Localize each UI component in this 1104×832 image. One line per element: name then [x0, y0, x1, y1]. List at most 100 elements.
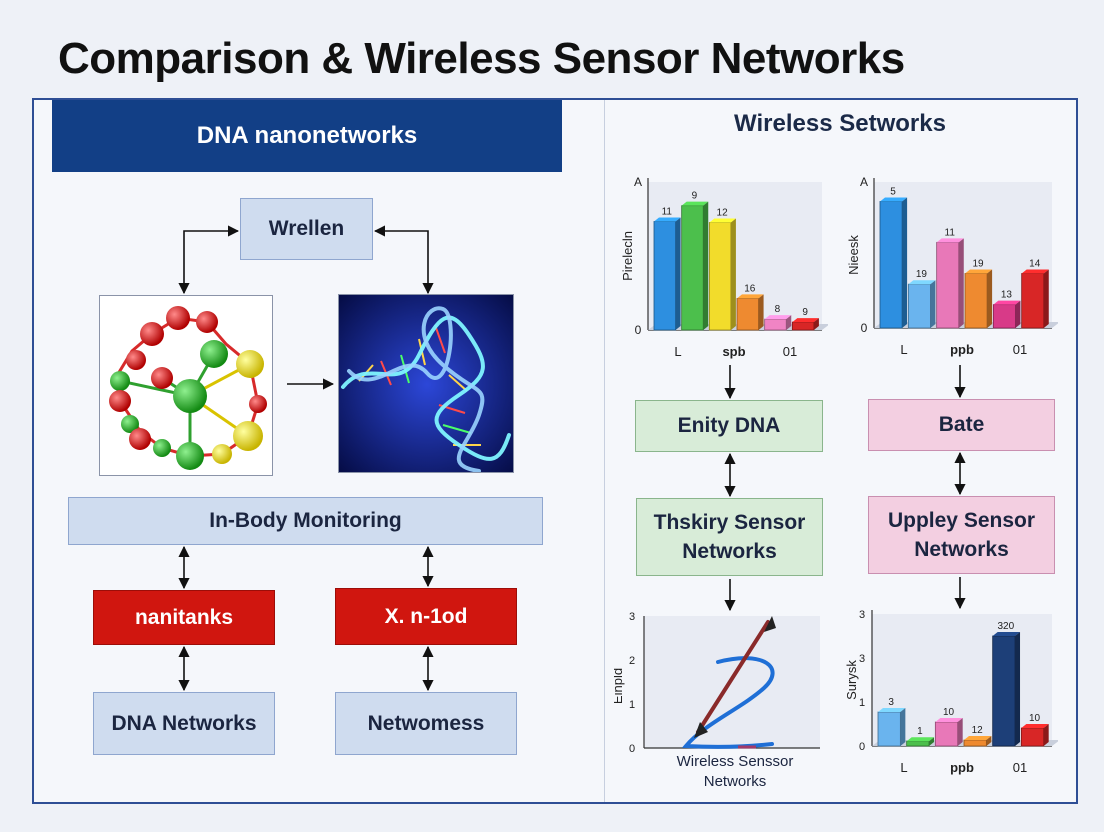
y-tick-label: 0 [859, 741, 865, 753]
bar-top [737, 294, 764, 299]
molecule-image [99, 295, 273, 476]
y-axis-label: Pirelecln [622, 231, 635, 281]
slide-title: Comparison & Wireless Sensor Networks [58, 34, 905, 83]
bar-top [1021, 269, 1049, 274]
nanitanks-box[interactable]: nanitanks [93, 590, 275, 645]
bar-value-label: 12 [972, 725, 984, 736]
bar [877, 711, 901, 747]
x-category-label: 01 [1013, 760, 1027, 775]
y-axis-zero-label: 0 [861, 321, 868, 335]
molecule-icon [109, 306, 267, 470]
y-tick-label: 1 [629, 699, 635, 711]
bar [964, 273, 988, 329]
bar-value-label: 19 [972, 258, 984, 269]
y-axis-top-label: A [860, 175, 868, 189]
y-axis-zero-label: 0 [635, 323, 642, 337]
dna-helix-image [338, 294, 514, 473]
bar-side [1043, 269, 1049, 328]
y-axis-label: Einpld [614, 668, 625, 704]
bar-side [958, 238, 964, 328]
bar-value-label: 9 [692, 191, 698, 202]
xnlod-box[interactable]: X. n-1od [335, 588, 517, 645]
bar [963, 739, 987, 747]
y-axis-label: Nieesk [846, 235, 861, 275]
bar-top [878, 708, 906, 712]
uppley-sensor-networks-box[interactable]: Uppley Sensor Networks [868, 496, 1055, 574]
bar-value-label: 5 [890, 186, 896, 197]
bar-side [1043, 724, 1049, 746]
bar-value-label: 10 [943, 707, 955, 718]
arrowhead-top [764, 616, 776, 632]
bar [992, 635, 1016, 747]
in-body-monitoring-box[interactable]: In-Body Monitoring [68, 497, 543, 545]
bar [791, 321, 815, 331]
bar [708, 222, 732, 331]
bar-value-label: 13 [1001, 290, 1013, 301]
bar-top [792, 318, 819, 323]
bar-top [964, 736, 992, 740]
bar-value-label: 19 [916, 269, 928, 280]
bar-value-label: 12 [717, 207, 729, 218]
bar-side [900, 708, 906, 746]
y-tick-label: 3 [859, 653, 865, 665]
x-category-label: spb [722, 344, 745, 359]
bar-side [957, 718, 963, 746]
bar [934, 721, 959, 747]
bar-side [987, 269, 993, 328]
x-category-label: ppb [950, 760, 974, 775]
bar-value-label: 320 [998, 621, 1015, 632]
bar-side [786, 315, 792, 330]
bar [906, 740, 930, 747]
bar-top [993, 300, 1021, 305]
bar-side [1015, 300, 1021, 328]
bar-top [906, 737, 935, 742]
dna-nanonetworks-header: DNA nanonetworks [52, 100, 562, 172]
x-category-label: 01 [1013, 342, 1027, 357]
bar-side [986, 736, 992, 746]
bar-side [1015, 632, 1021, 746]
netwomess-box[interactable]: Netwomess [335, 692, 517, 755]
y-tick-label: 1 [859, 697, 865, 709]
bar-top [936, 238, 964, 243]
dna-helix-icon [339, 295, 513, 472]
bar-value-label: 9 [802, 307, 808, 318]
bate-box[interactable]: Bate [868, 399, 1055, 451]
column-divider [604, 100, 605, 802]
thskiry-sensor-networks-box[interactable]: Thskiry Sensor Networks [636, 498, 823, 576]
bar [936, 241, 960, 329]
bar-top [1021, 724, 1049, 728]
bar [764, 318, 787, 331]
enity-dna-box[interactable]: Enity DNA [635, 400, 823, 452]
y-axis-top-label: A [634, 175, 642, 189]
dna-networks-box[interactable]: DNA Networks [93, 692, 275, 755]
bar [1021, 273, 1045, 329]
bar-side [930, 280, 936, 328]
bar-top [709, 218, 736, 223]
bar [907, 283, 931, 329]
bar-top [681, 201, 709, 206]
bar-side [813, 318, 819, 330]
y-axis-label: Surysk [846, 660, 859, 700]
bar-side [730, 218, 736, 330]
bar [653, 221, 676, 331]
bar-side [703, 201, 709, 330]
bar [681, 205, 704, 331]
y-tick-label: 2 [629, 655, 635, 667]
bar-value-label: 1 [917, 726, 923, 737]
y-tick-label: 0 [629, 743, 635, 755]
bar-value-label: 8 [775, 304, 781, 315]
x-category-label: L [674, 344, 681, 359]
bar [1020, 727, 1045, 747]
wrellen-box[interactable]: Wrellen [240, 198, 373, 260]
arrowhead-bottom [694, 722, 708, 738]
bar-top [935, 718, 963, 722]
x-category-label: ppb [950, 342, 974, 357]
bar-side [758, 294, 764, 330]
bar-top [992, 632, 1021, 636]
